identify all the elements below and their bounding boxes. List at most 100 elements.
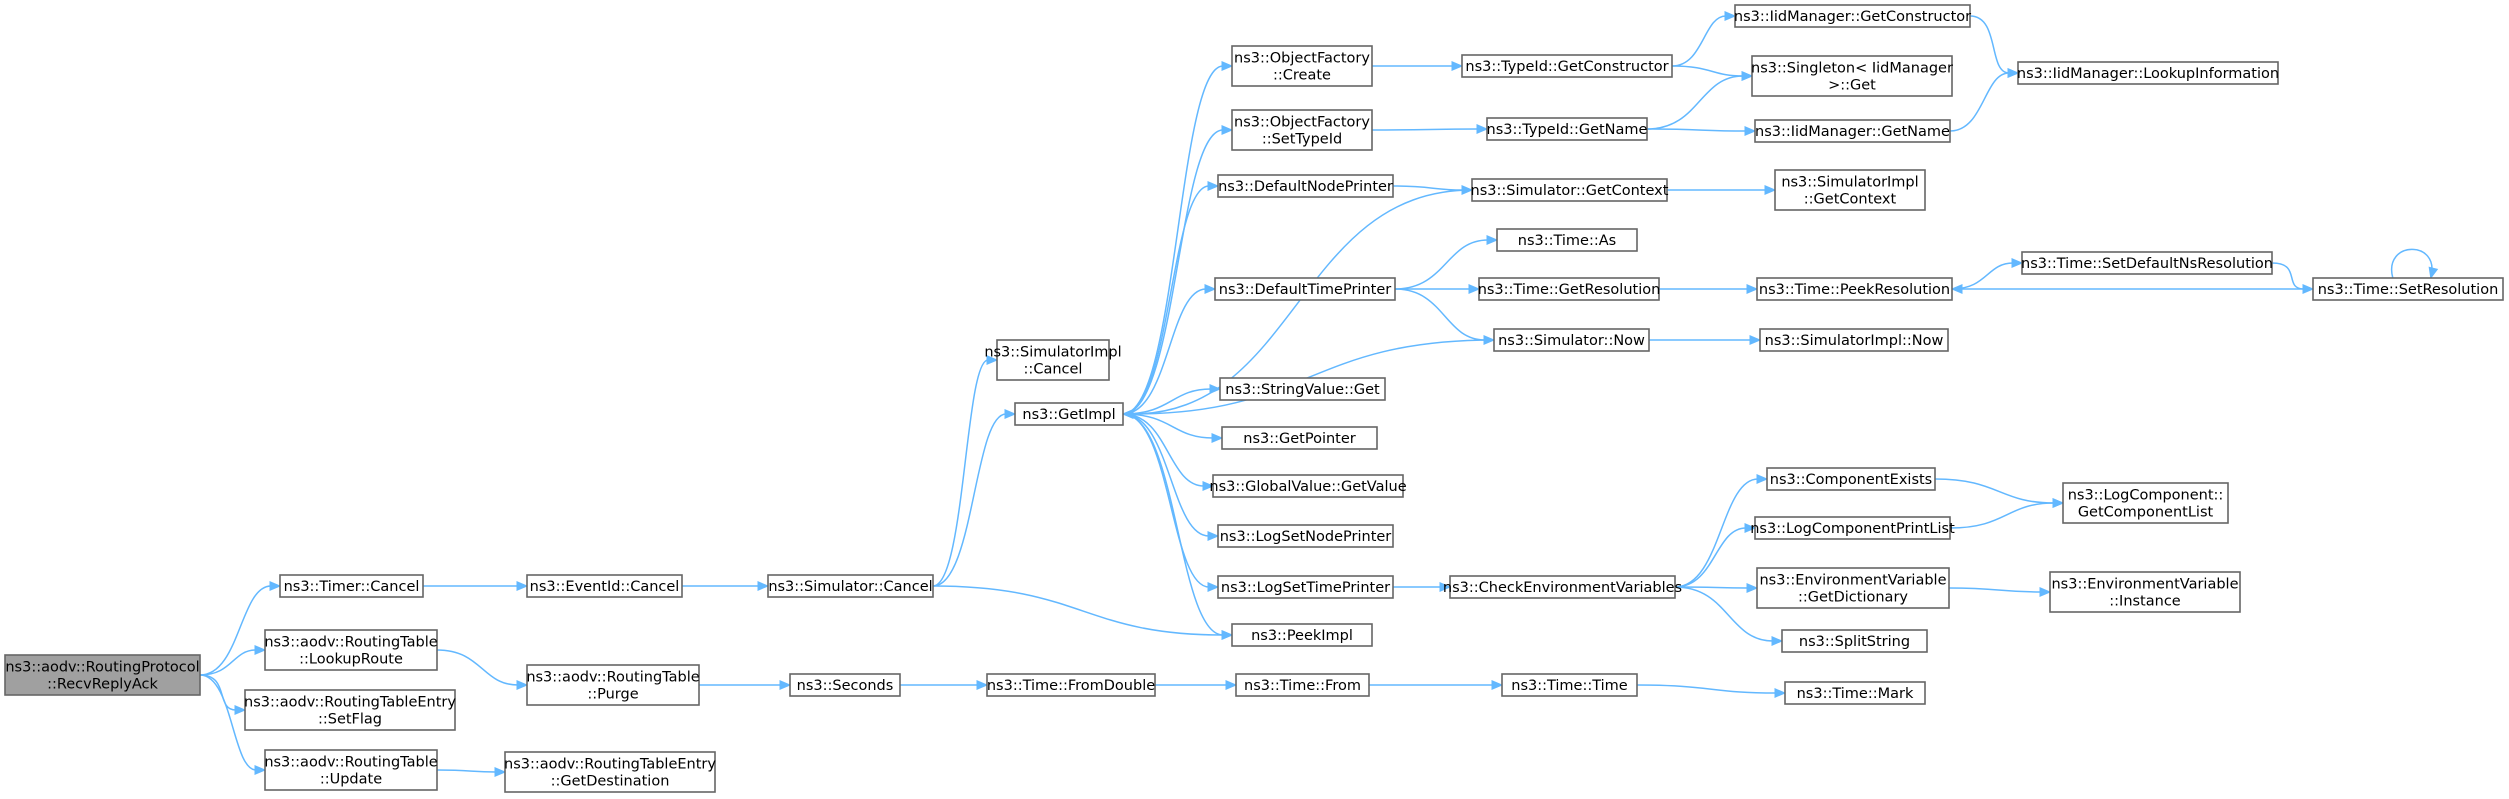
edge-arrowhead [1207,531,1220,541]
node-of-settypeid[interactable]: ns3::ObjectFactory::SetTypeId [1231,109,1373,151]
edge-typeid-getname-to-singleton-get [1646,71,1754,130]
node-rte-set-flag[interactable]: ns3::aodv::RoutingTableEntry::SetFlag [244,689,456,731]
node-box [1496,228,1638,252]
edge-line [1671,15,1727,67]
edge-arrowhead [2428,266,2439,280]
node-simimpl-now[interactable]: ns3::SimulatorImpl::Now [1759,328,1949,352]
node-box [504,751,716,793]
node-seconds[interactable]: ns3::Seconds [789,673,901,697]
node-label: ::SetTypeId [1262,132,1342,148]
node-envvar-getdictionary[interactable]: ns3::EnvironmentVariable::GetDictionary [1756,567,1950,609]
edge-line [1122,129,1224,415]
node-time-from[interactable]: ns3::Time::From [1235,673,1370,697]
edge-typeid-getconstructor-to-singleton-get [1671,65,1754,81]
node-time-mark[interactable]: ns3::Time::Mark [1784,681,1926,705]
node-label: ns3::SimulatorImpl::Now [1765,333,1944,349]
edge-line [1674,586,1774,642]
edge-line [2271,262,2305,290]
node-box [1231,623,1373,647]
node-peekimpl[interactable]: ns3::PeekImpl [1231,623,1373,647]
node-split-string[interactable]: ns3::SplitString [1781,629,1928,653]
edge-line [1122,388,1212,415]
node-typeid-getname[interactable]: ns3::TypeId::GetName [1486,117,1648,141]
node-check-env-vars[interactable]: ns3::CheckEnvironmentVariables [1443,575,1682,599]
node-label: ns3::DefaultTimePrinter [1219,282,1391,298]
node-eventid-cancel[interactable]: ns3::EventId::Cancel [526,574,683,598]
node-box [1493,328,1650,352]
edge-arrowhead [1771,636,1784,646]
node-iidmgr-getconstructor[interactable]: ns3::IidManager::GetConstructor [1734,4,1971,28]
edge-typeid-getconstructor-to-iidmgr-getconstructor [1671,11,1737,67]
edges-layer [199,11,2439,777]
node-rt-purge[interactable]: ns3::aodv::RoutingTable::Purge [526,664,700,706]
node-typeid-getconstructor[interactable]: ns3::TypeId::GetConstructor [1461,54,1673,78]
node-time-as[interactable]: ns3::Time::As [1496,228,1638,252]
node-simulator-now[interactable]: ns3::Simulator::Now [1493,328,1650,352]
node-rt-lookup-route[interactable]: ns3::aodv::RoutingTable::LookupRoute [264,629,438,671]
node-rte-get-destination[interactable]: ns3::aodv::RoutingTableEntry::GetDestina… [504,751,716,793]
node-singleton-get[interactable]: ns3::Singleton< IidManager >::Get [1751,55,1953,97]
node-time-peekresolution[interactable]: ns3::Time::PeekResolution [1756,277,1953,301]
node-log-set-time-printer[interactable]: ns3::LogSetTimePrinter [1217,575,1394,599]
edge-line [1122,65,1224,415]
edge-arrowhead [1204,284,1217,294]
edge-arrowhead [269,581,282,591]
node-simulator-getcontext[interactable]: ns3::Simulator::GetContext [1471,178,1669,202]
edge-default-time-printer-to-time-as [1394,235,1499,290]
edge-simulator-getcontext-to-simimpl-getcontext [1666,185,1777,195]
edge-arrowhead [1221,61,1234,71]
edge-arrowhead [1764,185,1777,195]
node-recv-reply-ack[interactable]: ns3::aodv::RoutingProtocol::RecvReplyAck [4,654,201,696]
edge-arrowhead [1491,680,1504,690]
edge-arrowhead [1486,235,1499,245]
node-default-time-printer[interactable]: ns3::DefaultTimePrinter [1214,277,1396,301]
node-iidmgr-lookupinformation[interactable]: ns3::IidManager::LookupInformation [2017,61,2279,85]
node-label: ::GetContext [1804,192,1897,208]
node-logcomponent-getcomponentlist[interactable]: ns3::LogComponent::GetComponentList [2062,482,2229,524]
node-label: ns3::aodv::RoutingTable [264,635,437,651]
edge-line [436,649,519,686]
node-globalvalue-getvalue[interactable]: ns3::GlobalValue::GetValue [1209,474,1407,498]
node-log-component-print-list[interactable]: ns3::LogComponentPrintList [1750,516,1955,540]
node-envvar-instance[interactable]: ns3::EnvironmentVariable::Instance [2049,571,2241,613]
node-component-exists[interactable]: ns3::ComponentExists [1766,467,1936,491]
edge-time-setresolution-to-time-peekresolution [1950,284,2313,294]
node-label: ns3::Seconds [797,678,894,694]
edge-arrowhead [1749,335,1762,345]
edge-line [1969,15,2010,74]
node-label: ::Purge [587,687,638,703]
node-box [1754,516,1951,540]
edge-arrowhead [1483,335,1496,345]
edge-seconds-to-time-fromdouble [899,680,989,690]
node-getpointer[interactable]: ns3::GetPointer [1221,426,1378,450]
node-log-set-node-printer[interactable]: ns3::LogSetNodePrinter [1217,524,1394,548]
node-timer-cancel[interactable]: ns3::Timer::Cancel [279,574,424,598]
node-simimpl-cancel[interactable]: ns3::SimulatorImpl::Cancel [984,339,1122,381]
node-time-setresolution[interactable]: ns3::Time::SetResolution [2312,277,2504,301]
node-box [1486,117,1648,141]
node-rt-update[interactable]: ns3::aodv::RoutingTable::Update [264,749,438,791]
node-time-time[interactable]: ns3::Time::Time [1501,673,1638,697]
node-box [2049,571,2241,613]
node-label: ::GetDestination [551,774,670,790]
node-of-create[interactable]: ns3::ObjectFactory::Create [1231,45,1373,87]
node-time-getresolution[interactable]: ns3::Time::GetResolution [1478,277,1661,301]
edge-arrowhead [1744,126,1757,136]
edge-arrowhead [1439,582,1452,592]
node-time-fromdouble[interactable]: ns3::Time::FromDouble [986,673,1156,697]
edge-default-node-printer-to-simulator-getcontext [1392,185,1474,195]
node-time-setdefaultnsresolution[interactable]: ns3::Time::SetDefaultNsResolution [2021,251,2273,275]
node-iidmgr-getname[interactable]: ns3::IidManager::GetName [1754,119,1951,143]
node-simimpl-getcontext[interactable]: ns3::SimulatorImpl::GetContext [1774,169,1926,211]
node-default-node-printer[interactable]: ns3::DefaultNodePrinter [1217,174,1394,198]
node-getimpl[interactable]: ns3::GetImpl [1014,402,1124,426]
node-box [1217,575,1394,599]
node-box [1766,467,1936,491]
node-simulator-cancel[interactable]: ns3::Simulator::Cancel [767,574,934,598]
node-label: ns3::Time::FromDouble [987,678,1155,694]
node-label: ns3::EnvironmentVariable [2051,577,2238,593]
node-stringvalue-get[interactable]: ns3::StringValue::Get [1219,377,1386,401]
edge-line [199,674,237,711]
node-label: ns3::Time::Mark [1797,686,1914,702]
edge-time-setresolution-to-time-setresolution [2390,248,2439,280]
